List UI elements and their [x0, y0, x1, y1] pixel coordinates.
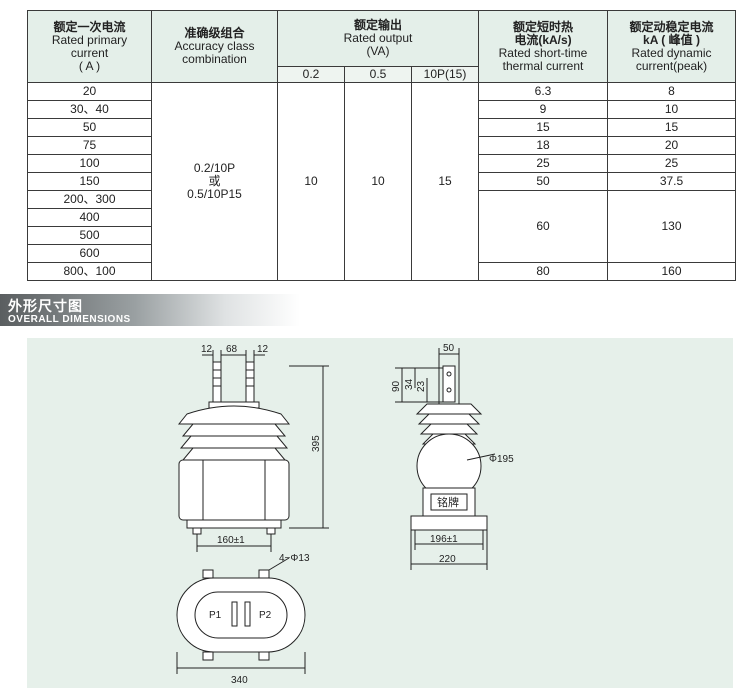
side-dim-90: 90: [391, 380, 402, 392]
front-dim-160: 160±1: [217, 535, 245, 546]
bottom-view: [176, 557, 306, 674]
output-10p-cell: 15: [411, 82, 479, 281]
side-dim-220: 220: [439, 554, 456, 565]
section-title-en: OVERALL DIMENSIONS: [8, 314, 131, 325]
primary-current-cell: 100: [27, 154, 152, 173]
section-header-bar: [0, 294, 300, 326]
thermal-current-cell: 25: [478, 154, 608, 173]
primary-current-cell: 600: [27, 244, 152, 263]
thermal-current-cell: 6.3: [478, 82, 608, 101]
subheader-output-02: 0.2: [277, 66, 345, 83]
side-dim-50: 50: [443, 343, 455, 354]
bottom-dim-holes: 4−Φ13: [279, 553, 310, 564]
thermal-current-cell: 60: [478, 190, 608, 263]
terminal-p1-label: P1: [209, 610, 222, 621]
primary-current-cell: 200、300: [27, 190, 152, 209]
bottom-dim-340: 340: [231, 675, 248, 686]
accuracy-class-cell: 0.2/10P 或 0.5/10P15: [151, 82, 278, 281]
nameplate-label: 铭牌: [437, 495, 459, 509]
primary-current-cell: 500: [27, 226, 152, 245]
header-accuracy-class: 准确级组合 Accuracy class combination: [151, 10, 278, 83]
thermal-current-cell: 50: [478, 172, 608, 191]
header-rated-output: 额定输出 Rated output (VA): [277, 10, 479, 67]
output-02-cell: 10: [277, 82, 345, 281]
thermal-current-cell: 80: [478, 262, 608, 281]
dynamic-current-cell: 25: [607, 154, 736, 173]
dynamic-current-cell: 37.5: [607, 172, 736, 191]
dynamic-current-cell: 10: [607, 100, 736, 119]
primary-current-cell: 400: [27, 208, 152, 227]
side-dim-196: 196±1: [430, 534, 458, 545]
primary-current-cell: 50: [27, 118, 152, 137]
side-dim-195: Φ195: [489, 454, 514, 465]
dimension-drawings: 12 68 12 395 160±1 50 90 34 23 Φ195 铭牌 1…: [176, 343, 514, 686]
thermal-current-cell: 15: [478, 118, 608, 137]
header-thermal-current: 额定短时热 电流(kA/s) Rated short-time thermal …: [478, 10, 608, 83]
side-view: [395, 348, 496, 570]
dynamic-current-cell: 160: [607, 262, 736, 281]
side-dim-23: 23: [416, 380, 427, 392]
output-05-cell: 10: [344, 82, 412, 281]
header-primary-current: 额定一次电流 Rated primary current ( A ): [27, 10, 152, 83]
terminal-p2-label: P2: [259, 610, 272, 621]
primary-current-cell: 150: [27, 172, 152, 191]
dynamic-current-cell: 130: [607, 190, 736, 263]
front-view: [177, 350, 329, 552]
primary-current-cell: 20: [27, 82, 152, 101]
thermal-current-cell: 18: [478, 136, 608, 155]
dynamic-current-cell: 8: [607, 82, 736, 101]
subheader-output-10p: 10P(15): [411, 66, 479, 83]
front-dim-12-left: 12: [201, 344, 213, 355]
primary-current-cell: 800、100: [27, 262, 152, 281]
dynamic-current-cell: 15: [607, 118, 736, 137]
section-title-zh: 外形尺寸图: [8, 298, 83, 314]
front-dim-12-right: 12: [257, 344, 269, 355]
primary-current-cell: 30、40: [27, 100, 152, 119]
thermal-current-cell: 9: [478, 100, 608, 119]
dynamic-current-cell: 20: [607, 136, 736, 155]
dimension-drawing-area: 12 68 12 395 160±1 50 90 34 23 Φ195 铭牌 1…: [27, 338, 733, 688]
side-dim-34: 34: [404, 378, 415, 390]
subheader-output-05: 0.5: [344, 66, 412, 83]
specification-table: 额定一次电流 Rated primary current ( A ) 准确级组合…: [27, 10, 736, 281]
front-dim-395: 395: [311, 435, 322, 452]
front-dim-68: 68: [226, 344, 238, 355]
primary-current-cell: 75: [27, 136, 152, 155]
header-dynamic-current: 额定动稳定电流 kA ( 峰值 ) Rated dynamic current(…: [607, 10, 736, 83]
